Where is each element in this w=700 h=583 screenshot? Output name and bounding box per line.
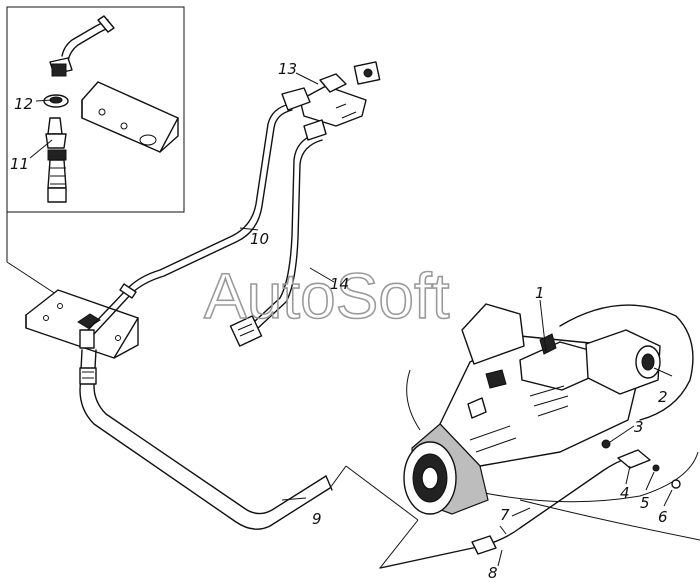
callout-1: 1 [535,284,545,302]
callout-14: 14 [330,275,349,293]
callout-9: 9 [312,510,322,528]
callout-10: 10 [250,230,269,248]
callout-3: 3 [634,418,644,436]
inset-detail-box [6,6,185,301]
callout-12: 12 [14,95,33,113]
callout-7: 7 [500,506,510,524]
pipe-14 [229,133,323,347]
transmission-assembly [239,227,700,567]
watermark-text: AutoSoft [204,260,450,332]
callout-5: 5 [640,494,650,512]
callout-4: 4 [620,484,630,502]
hose-9 [79,349,419,530]
cable-7 [379,457,629,569]
callout-2: 2 [658,388,668,406]
pipe-10 [87,103,293,335]
callout-13: 13 [278,60,297,78]
callout-6: 6 [658,508,668,526]
valve-13 [281,61,381,141]
callout-11: 11 [10,155,29,173]
mounting-bracket [25,289,139,359]
callout-8: 8 [488,564,498,582]
